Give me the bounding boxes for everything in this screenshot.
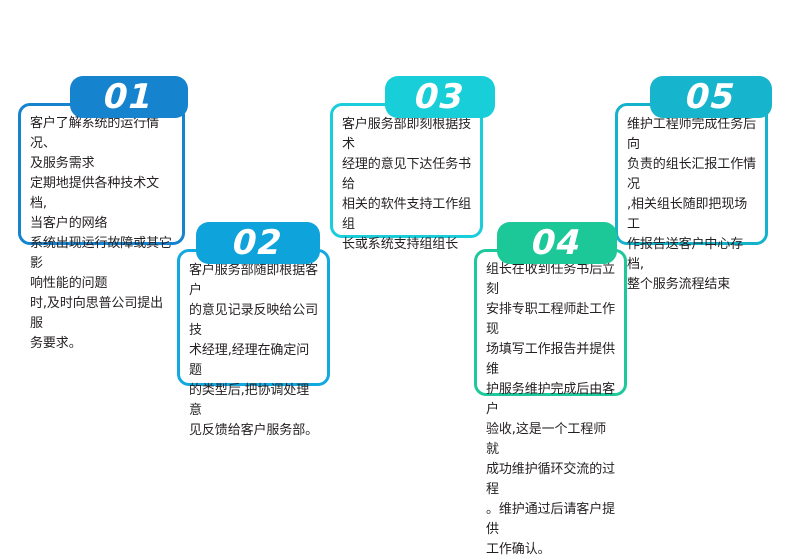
step-number-label-04: 04 — [531, 223, 583, 263]
step-number-label-01: 01 — [103, 77, 155, 117]
step-number-label-03: 03 — [414, 77, 466, 117]
step-number-label-02: 02 — [232, 223, 284, 263]
step-number-badge-03: 03 — [385, 76, 495, 118]
step-number-badge-02: 02 — [196, 222, 320, 264]
infographic-canvas: 01 客户了解系统的运行情况、 及服务需求 定期地提供各种技术文档, 当客户的网… — [18, 76, 772, 557]
step-card-03: 客户服务部即刻根据技术 经理的意见下达任务书给 相关的软件支持工作组组 长或系统… — [330, 103, 483, 252]
step-number-badge-05: 05 — [650, 76, 772, 118]
step-body-text-03: 客户服务部即刻根据技术 经理的意见下达任务书给 相关的软件支持工作组组 长或系统… — [342, 117, 472, 252]
step-number-badge-04: 04 — [497, 222, 617, 264]
step-body-text-02: 客户服务部随即根据客户 的意见记录反映给公司技 术经理,经理在确定问题 的类型后… — [189, 263, 319, 438]
step-body-text-01: 客户了解系统的运行情况、 及服务需求 定期地提供各种技术文档, 当客户的网络 系… — [30, 116, 172, 351]
step-body-text-04: 组长在收到任务书后立刻 安排专职工程师赴工作现 场填写工作报告并提供维 护服务维… — [486, 262, 616, 557]
step-card-02: 客户服务部随即根据客户 的意见记录反映给公司技 术经理,经理在确定问题 的类型后… — [177, 249, 330, 438]
step-number-label-05: 05 — [685, 77, 737, 117]
step-card-05: 维护工程师完成任务后向 负责的组长汇报工作情况 ,相关组长随即把现场工 作报告送… — [615, 103, 768, 292]
step-number-badge-01: 01 — [70, 76, 188, 118]
step-body-text-05: 维护工程师完成任务后向 负责的组长汇报工作情况 ,相关组长随即把现场工 作报告送… — [627, 117, 757, 292]
step-card-01: 客户了解系统的运行情况、 及服务需求 定期地提供各种技术文档, 当客户的网络 系… — [18, 103, 185, 351]
step-card-04: 组长在收到任务书后立刻 安排专职工程师赴工作现 场填写工作报告并提供维 护服务维… — [474, 249, 627, 557]
